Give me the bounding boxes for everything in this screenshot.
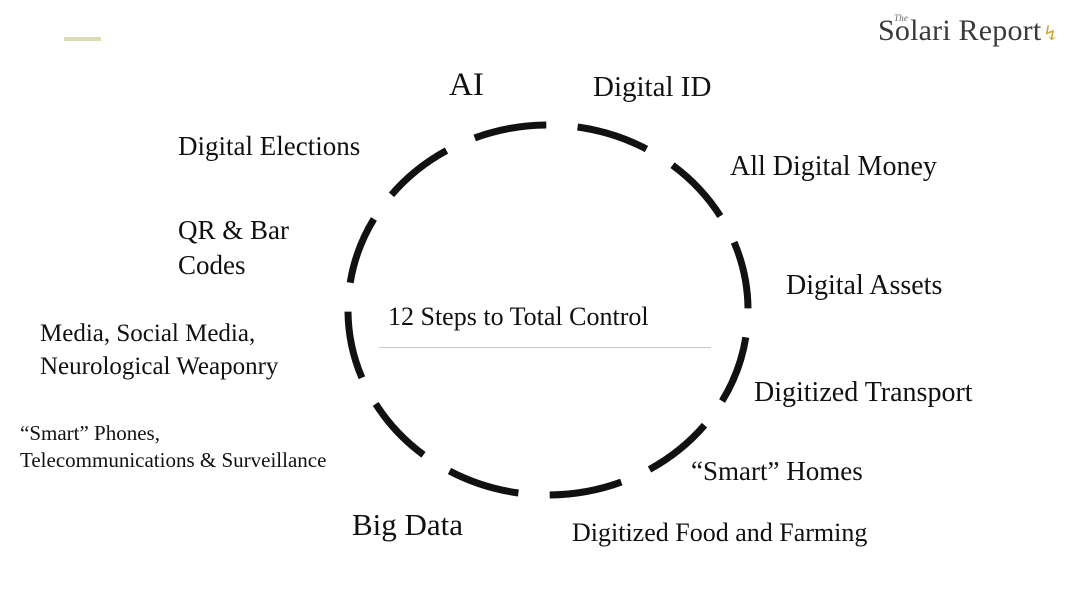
step-media-social-media-neuro-weaponry: Media, Social Media, Neurological Weapon… xyxy=(40,318,278,383)
ring-dash xyxy=(730,240,752,309)
step-qr-line-1: QR & Bar xyxy=(178,215,289,245)
step-smart-phones-telecom-surveillance: “Smart” Phones, Telecommunications & Sur… xyxy=(20,420,326,474)
step-smart-homes: “Smart” Homes xyxy=(691,456,863,486)
ring-dash xyxy=(647,422,708,473)
step-digital-elections: Digital Elections xyxy=(178,131,361,161)
step-smart-phones-line-1: “Smart” Phones, xyxy=(20,421,160,445)
step-ai: AI xyxy=(449,67,484,103)
center-title: 12 Steps to Total Control xyxy=(388,302,649,331)
ring-dash xyxy=(473,121,547,142)
step-big-data: Big Data xyxy=(352,507,464,542)
step-digital-id: Digital ID xyxy=(593,71,712,103)
step-media-line-2: Neurological Weaponry xyxy=(40,352,279,380)
step-digital-assets: Digital Assets xyxy=(786,270,943,301)
step-media-line-1: Media, Social Media, xyxy=(40,320,256,347)
ring-dash xyxy=(372,401,426,458)
ring-dash xyxy=(549,478,623,499)
accent-bar xyxy=(64,37,101,41)
step-digitized-transport: Digitized Transport xyxy=(754,377,973,408)
step-digitized-food-and-farming: Digitized Food and Farming xyxy=(572,518,868,547)
solari-report-logo: The Solari Report↯ xyxy=(878,13,1060,48)
logo-the-text: The xyxy=(894,13,909,23)
step-smart-phones-line-2: Telecommunications & Surveillance xyxy=(20,447,327,472)
ring-dash xyxy=(719,336,750,403)
ring-dash xyxy=(670,162,724,219)
step-qr-line-2: Codes xyxy=(178,250,246,281)
ring-dash xyxy=(344,311,366,380)
swirl-icon: ↯ xyxy=(1042,22,1060,45)
center-divider xyxy=(379,347,711,348)
step-all-digital-money: All Digital Money xyxy=(730,151,937,182)
logo-text: Solari Report xyxy=(878,14,1042,47)
ring-dash xyxy=(346,217,377,284)
ring-dash xyxy=(447,467,519,497)
ring-dash xyxy=(577,123,649,153)
step-qr-bar-codes: QR & Bar Codes xyxy=(178,213,289,283)
ring-dash xyxy=(388,147,449,198)
